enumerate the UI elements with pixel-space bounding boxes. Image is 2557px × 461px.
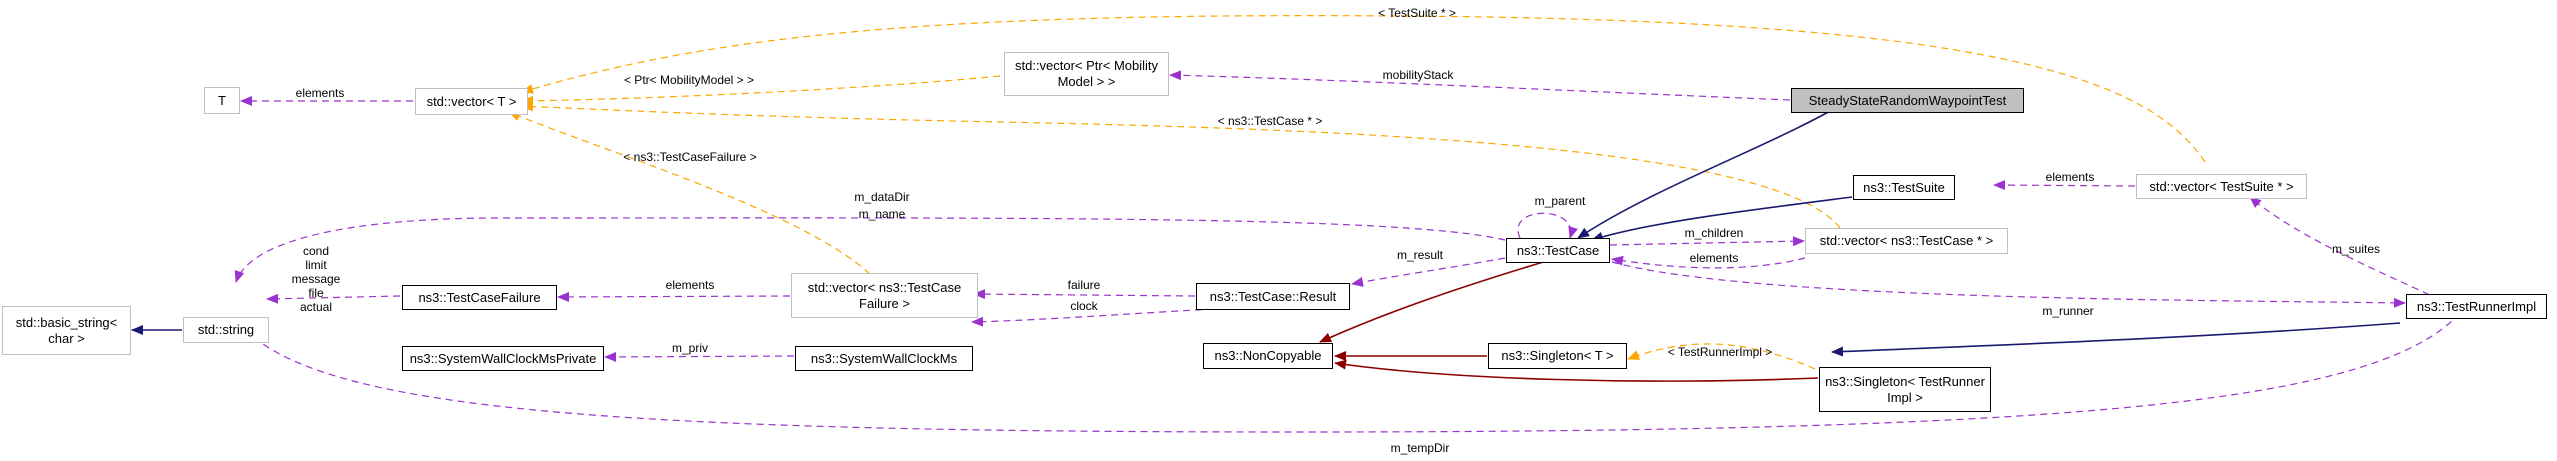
node-system-wallclock-ms-private[interactable]: ns3::SystemWallClockMsPrivate <box>402 346 604 371</box>
edge-m-parent <box>1517 212 1578 239</box>
node-singleton-T[interactable]: ns3::Singleton< T > <box>1488 343 1627 369</box>
edge-elements-case <box>1611 255 1806 269</box>
node-steady-state-random-waypoint-test[interactable]: SteadyStateRandomWaypointTest <box>1791 88 2024 113</box>
node-test-case[interactable]: ns3::TestCase <box>1506 238 1610 263</box>
label-m-suites: m_suites <box>2331 242 2381 256</box>
label-ptr-mobility-template: < Ptr< MobilityModel > > <box>623 73 755 87</box>
label-m-parent: m_parent <box>1534 194 1586 208</box>
label-elements-failure: elements <box>665 278 715 292</box>
edge-steady-inherits-testcase <box>1577 109 1833 239</box>
label-elements-case: elements <box>1689 251 1739 265</box>
edge-ptr-mobility-template <box>521 75 1001 106</box>
edge-m-children <box>1609 236 1805 247</box>
node-std-vector-ptr-mobility-model[interactable]: std::vector< Ptr< Mobility Model > > <box>1004 52 1169 96</box>
edge-test-case-failure-template <box>508 111 871 275</box>
edge-testsuite-inherits-testcase <box>1591 196 1853 242</box>
label-mobility-stack: mobilityStack <box>1382 68 1454 82</box>
edge-m-suites <box>2249 196 2441 301</box>
label-test-suite-template: < TestSuite * > <box>1378 6 1456 20</box>
edge-test-case-ptr-template <box>521 101 1841 229</box>
edge-m-runner <box>1611 261 2406 308</box>
label-test-runner-impl-template: < TestRunnerImpl > <box>1667 345 1773 359</box>
edge-testcase-noncopyable <box>1319 259 1551 343</box>
label-m-temp-dir: m_tempDir <box>1390 441 1450 455</box>
edge-elements-failure <box>557 291 791 302</box>
edge-data-dir-name <box>234 217 1506 283</box>
label-m-result: m_result <box>1396 248 1444 262</box>
label-message: message <box>291 272 341 286</box>
node-test-suite[interactable]: ns3::TestSuite <box>1853 175 1955 200</box>
label-elements-T: elements <box>295 86 345 100</box>
label-m-name: m_name <box>858 207 906 221</box>
edge-failure <box>973 289 1196 300</box>
edge-mobility-stack <box>1169 70 1791 101</box>
edge-test-runner-impl-template <box>1627 343 1816 370</box>
label-test-case-ptr-template: < ns3::TestCase * > <box>1217 114 1323 128</box>
edge-test-suite-ptr-template <box>521 15 2206 163</box>
edge-m-priv <box>604 351 795 362</box>
node-std-basic-string[interactable]: std::basic_string< char > <box>2 306 131 355</box>
label-m-data-dir: m_dataDir <box>854 190 910 204</box>
node-std-vector-T[interactable]: std::vector< T > <box>415 88 528 115</box>
edge-elements-suite <box>1993 180 2136 191</box>
label-clock: clock <box>1070 299 1098 313</box>
node-vector-test-case-failure[interactable]: std::vector< ns3::TestCase Failure > <box>791 273 978 318</box>
node-vector-test-case-ptr[interactable]: std::vector< ns3::TestCase * > <box>1805 228 2008 254</box>
node-std-string[interactable]: std::string <box>183 317 269 343</box>
node-system-wallclock-ms[interactable]: ns3::SystemWallClockMs <box>795 346 973 371</box>
node-T[interactable]: T <box>204 87 240 114</box>
label-m-priv: m_priv <box>671 341 709 355</box>
edge-runner-inherits-singleton <box>1831 322 2401 357</box>
node-test-case-result[interactable]: ns3::TestCase::Result <box>1196 283 1350 310</box>
label-failure: failure <box>1067 278 1101 292</box>
label-actual: actual <box>299 300 333 314</box>
label-m-runner: m_runner <box>2042 304 2094 318</box>
node-vector-test-suite-ptr[interactable]: std::vector< TestSuite * > <box>2136 174 2307 199</box>
label-limit: limit <box>305 258 327 272</box>
label-m-children: m_children <box>1684 226 1744 240</box>
node-test-runner-impl[interactable]: ns3::TestRunnerImpl <box>2406 294 2547 319</box>
edge-m-temp-dir <box>235 312 2461 433</box>
label-elements-suite: elements <box>2045 170 2095 184</box>
edge-m-result <box>1351 257 1506 287</box>
node-test-case-failure[interactable]: ns3::TestCaseFailure <box>402 285 557 310</box>
label-file: file <box>308 286 324 300</box>
edge-singletonRunner-noncopyable <box>1334 359 1819 382</box>
node-singleton-test-runner-impl[interactable]: ns3::Singleton< TestRunner Impl > <box>1819 367 1991 412</box>
edge-string-members <box>266 293 401 304</box>
label-test-case-failure-template: < ns3::TestCaseFailure > <box>623 150 757 164</box>
node-non-copyable[interactable]: ns3::NonCopyable <box>1203 343 1333 369</box>
label-cond: cond <box>302 244 330 258</box>
